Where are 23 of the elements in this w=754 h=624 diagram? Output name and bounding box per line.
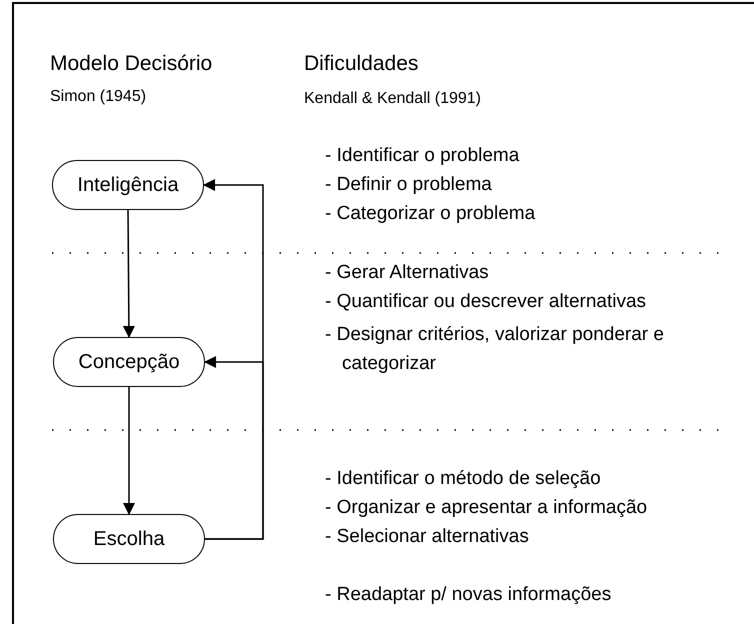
column-heading: Modelo Decisório	[50, 52, 212, 76]
process-box	[52, 160, 204, 210]
list-item: - Categorizar o problema	[325, 203, 536, 225]
box-label: Escolha	[93, 528, 165, 550]
source-citation: Simon (1945)	[50, 88, 146, 106]
box-label: Inteligência	[77, 174, 179, 196]
source-citation: Kendall & Kendall (1991)	[304, 90, 482, 108]
list-item: - Readaptar p/ novas informações	[325, 584, 612, 606]
list-item: - Gerar Alternativas	[325, 262, 489, 284]
list-item: - Definir o problema	[325, 174, 492, 196]
list-item: - Selecionar alternativas	[325, 526, 529, 548]
box-label: Concepção	[78, 350, 180, 374]
arrow	[122, 210, 135, 338]
list-item: - Designar critérios, valorizar ponderar e categorizar	[325, 323, 665, 376]
list-item: - Organizar e apresentar a informação	[325, 497, 648, 519]
arrow	[123, 387, 135, 515]
arrow	[204, 356, 264, 540]
process-box	[53, 514, 205, 564]
list-item: - Identificar o problema	[325, 145, 520, 167]
list-item: - Quantificar ou descrever alternativas	[325, 291, 646, 313]
list-item: - Identificar o método de seleção	[325, 468, 601, 490]
column-heading: Dificuldades	[304, 52, 418, 76]
process-box	[53, 337, 205, 387]
